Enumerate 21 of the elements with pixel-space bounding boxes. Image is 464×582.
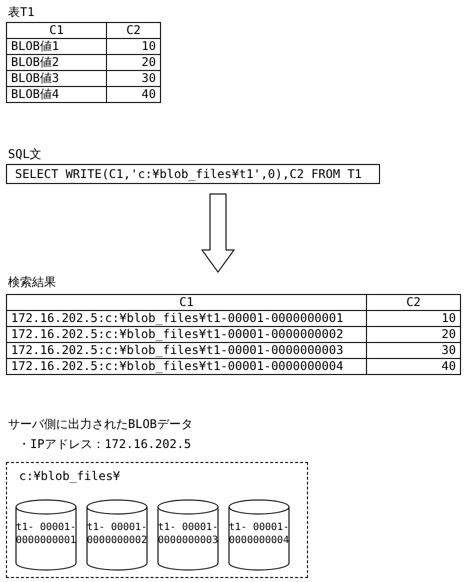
column-header: C1: [6, 22, 107, 39]
table-cell: BLOB値4: [6, 86, 107, 103]
folder-group-box: [6, 462, 308, 578]
table-title: 表T1: [8, 4, 34, 21]
ip-address-text: ・IPアドレス：172.16.202.5: [18, 436, 192, 453]
table-cell: 172.16.202.5:c:¥blob_files¥t1-00001-0000000004: [6, 358, 367, 375]
column-header: C1: [6, 294, 367, 311]
cylinder-node: t1- 00001- 0000000003: [157, 499, 219, 571]
column-header: C2: [106, 22, 161, 39]
column-header: C2: [366, 294, 461, 311]
table-cell: 40: [366, 358, 461, 375]
table-cell: 40: [106, 86, 161, 103]
section-heading: SQL文: [8, 146, 42, 163]
section-heading: サーバ側に出力されたBLOBデータ: [8, 416, 193, 433]
cylinder-node: t1- 00001- 0000000001: [15, 499, 77, 571]
sql-statement-box: SELECT WRITE(C1,'c:¥blob_files¥t1',0),C2 FROM T1: [6, 164, 380, 184]
section-heading: 検索結果: [8, 274, 56, 291]
folder-path-label: c:¥blob_files¥: [19, 469, 120, 483]
cylinder-node: t1- 00001- 0000000004: [228, 499, 290, 571]
cylinder-node: t1- 00001- 0000000002: [86, 499, 148, 571]
block-arrow: [201, 194, 235, 273]
